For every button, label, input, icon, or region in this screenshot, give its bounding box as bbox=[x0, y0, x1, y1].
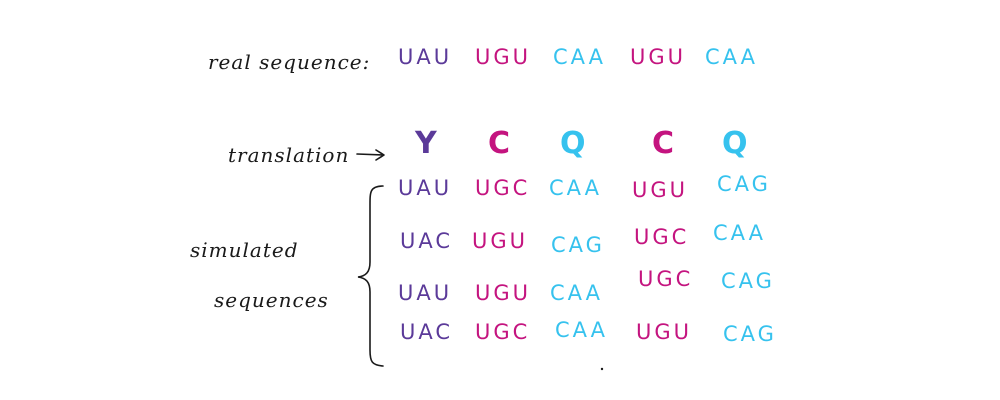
simulated-codon: UAU bbox=[398, 176, 453, 200]
simulated-label-line1: simulated bbox=[190, 238, 299, 262]
real-codon: CAA bbox=[553, 45, 606, 69]
simulated-codon: CAA bbox=[550, 281, 603, 305]
simulated-codon: UGC bbox=[638, 267, 694, 291]
simulated-codon: UGU bbox=[475, 281, 532, 305]
real-codon: UGU bbox=[475, 45, 532, 69]
simulated-codon: CAA bbox=[713, 221, 766, 245]
stray-dot bbox=[600, 367, 604, 371]
amino-acid: Y bbox=[415, 126, 437, 161]
translation-label: translation bbox=[228, 143, 350, 167]
amino-acid: C bbox=[488, 126, 511, 161]
simulated-codon: CAG bbox=[717, 172, 771, 196]
real-codon: UAU bbox=[398, 45, 453, 69]
curly-brace bbox=[357, 185, 384, 367]
real-codon: UGU bbox=[630, 45, 687, 69]
real-sequence-label: real sequence: bbox=[208, 50, 371, 74]
translation-arrowhead bbox=[375, 149, 385, 161]
simulated-codon: UGU bbox=[636, 320, 693, 344]
amino-acid: Q bbox=[560, 126, 586, 161]
simulated-codon: UGC bbox=[475, 176, 531, 200]
simulated-codon: CAG bbox=[723, 322, 777, 346]
real-codon: CAA bbox=[705, 45, 758, 69]
simulated-codon: UGU bbox=[472, 229, 529, 253]
simulated-codon: UGU bbox=[632, 178, 689, 202]
simulated-codon: CAG bbox=[551, 233, 605, 257]
simulated-codon: UAU bbox=[398, 281, 453, 305]
amino-acid: Q bbox=[722, 126, 748, 161]
simulated-codon: UAC bbox=[400, 320, 454, 344]
simulated-codon: UGC bbox=[475, 320, 531, 344]
amino-acid: C bbox=[652, 126, 675, 161]
simulated-label-line2: sequences bbox=[214, 288, 329, 312]
translation-arrow bbox=[356, 153, 384, 156]
simulated-codon: CAG bbox=[721, 269, 775, 293]
simulated-codon: CAA bbox=[549, 176, 602, 200]
simulated-codon: UGC bbox=[634, 225, 690, 249]
simulated-codon: CAA bbox=[555, 318, 608, 342]
simulated-codon: UAC bbox=[400, 229, 454, 253]
